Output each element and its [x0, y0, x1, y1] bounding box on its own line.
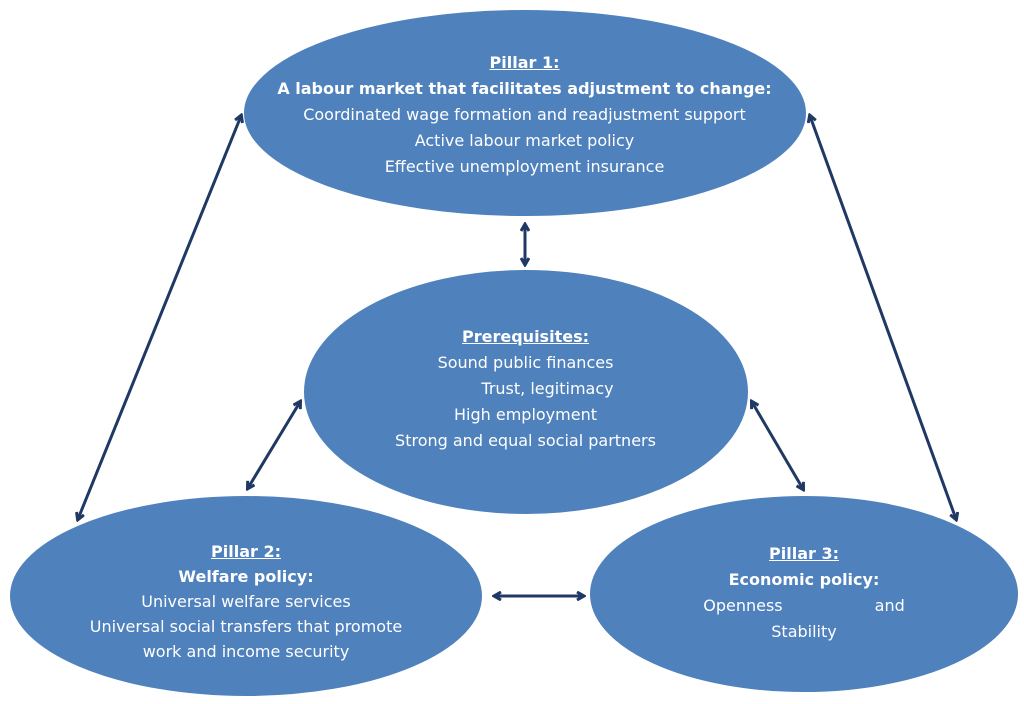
- pillar3-item-stability: Stability: [771, 622, 837, 641]
- pillar1-text-block: Pillar 1: A labour market that facilitat…: [243, 50, 806, 180]
- pillar3-item-openness: Openness: [703, 596, 783, 615]
- pillar1-item: Active labour market policy: [414, 131, 635, 150]
- pillar3-subtitle: Economic policy:: [728, 570, 880, 589]
- pillar2-item: work and income security: [142, 642, 350, 661]
- arrow-pillar1-pillar3: [810, 116, 956, 519]
- prerequisites-item: Sound public finances: [437, 353, 614, 372]
- pillar2-ellipse: [8, 494, 484, 698]
- arrow-pillar1-pillar2: [78, 116, 241, 519]
- pillar2-subtitle: Welfare policy:: [178, 567, 314, 586]
- pillar2-text-block: Pillar 2: Welfare policy: Universal welf…: [10, 539, 482, 664]
- prerequisites-text-block: Prerequisites: Sound public finances Tru…: [303, 324, 748, 454]
- arrow-prerequisites-pillar2: [248, 402, 300, 488]
- pillar3-title: Pillar 3:: [769, 544, 839, 563]
- prerequisites-title: Prerequisites:: [462, 327, 589, 346]
- prerequisites-ellipse: [302, 268, 750, 516]
- pillar3-text-block: Pillar 3: Economic policy: Openness and S…: [590, 541, 1018, 645]
- arrow-prerequisites-pillar3: [752, 402, 803, 489]
- pillar3-row: Openness and: [590, 593, 1018, 619]
- pillar3-ellipse: [588, 494, 1020, 694]
- pillar1-subtitle: A labour market that facilitates adjustm…: [277, 79, 772, 98]
- pillar2-title: Pillar 2:: [211, 542, 281, 561]
- prerequisites-item: High employment: [454, 405, 597, 424]
- pillar1-item: Coordinated wage formation and readjustm…: [303, 105, 746, 124]
- pillar2-item: Universal welfare services: [141, 592, 351, 611]
- prerequisites-item: Trust, legitimacy: [481, 379, 614, 398]
- pillar1-title: Pillar 1:: [489, 53, 560, 72]
- pillar3-item-and: and: [874, 596, 905, 615]
- pillar2-item: Universal social transfers that promote: [89, 617, 403, 636]
- pillar1-item: Effective unemployment insurance: [384, 157, 665, 176]
- prerequisites-item: Strong and equal social partners: [395, 431, 656, 450]
